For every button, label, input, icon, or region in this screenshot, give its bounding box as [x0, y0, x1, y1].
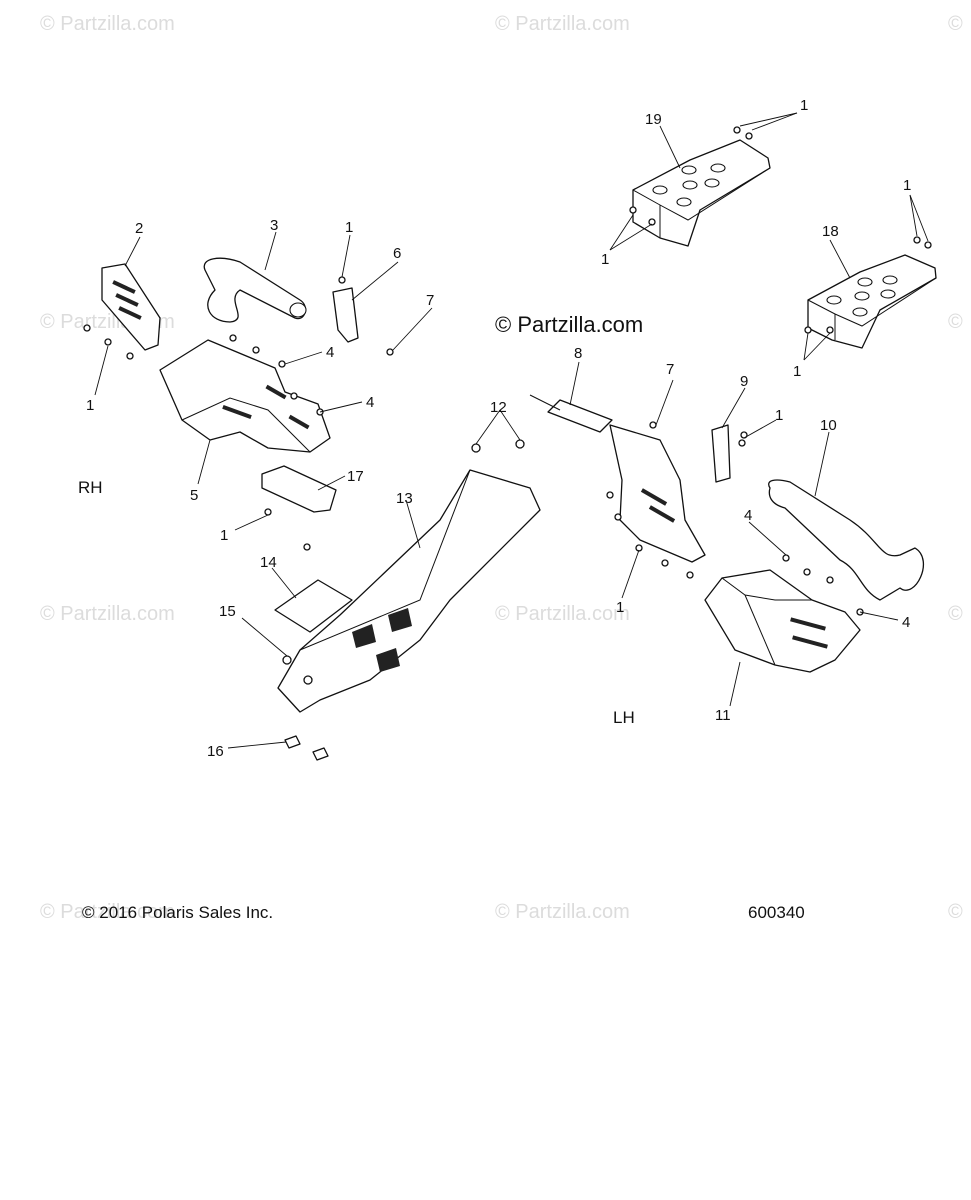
- lh-side-panel: [609, 424, 706, 563]
- callout-16: 16: [207, 743, 224, 760]
- part-17-angle-bracket: [261, 465, 337, 513]
- part-19-foot-plate: [632, 139, 771, 247]
- callout-1: 1: [616, 599, 624, 616]
- part-18-foot-plate: [807, 254, 937, 349]
- callout-19: 19: [645, 111, 662, 128]
- callout-1: 1: [601, 251, 609, 268]
- part-6-bracket: [332, 287, 359, 343]
- callout-3: 3: [270, 217, 278, 234]
- fasteners: [83, 126, 932, 685]
- callout-6: 6: [393, 245, 401, 262]
- callout-8: 8: [574, 345, 582, 362]
- callout-4: 4: [744, 507, 752, 524]
- watermark: © Partzilla.com: [495, 13, 630, 35]
- part-10-tube: [768, 479, 925, 601]
- watermark: © Partzilla.com: [495, 901, 630, 923]
- watermark: ©: [948, 311, 963, 333]
- callout-15: 15: [219, 603, 236, 620]
- callout-4: 4: [366, 394, 374, 411]
- part-11-heel-guard: [704, 569, 861, 673]
- callout-2: 2: [135, 220, 143, 237]
- callout-9: 9: [740, 373, 748, 390]
- part-16-clips: [284, 735, 329, 761]
- watermark: © Partzilla.com: [40, 13, 175, 35]
- leader-lines: [94, 112, 929, 749]
- diagram-number: 600340: [748, 903, 805, 922]
- callout-7: 7: [666, 361, 674, 378]
- center-watermark: © Partzilla.com: [495, 312, 643, 337]
- callout-12: 12: [490, 399, 507, 416]
- watermarks: © Partzilla.com © Partzilla.com © © Part…: [40, 13, 963, 923]
- watermark: © Partzilla.com: [40, 901, 175, 923]
- callout-4: 4: [902, 614, 910, 631]
- copyright-notice: © 2016 Polaris Sales Inc.: [82, 903, 273, 922]
- callout-7: 7: [426, 292, 434, 309]
- lh-label: LH: [613, 708, 635, 727]
- part-8-bracket: [529, 394, 613, 433]
- callout-1: 1: [345, 219, 353, 236]
- part-14-decal: [274, 579, 353, 633]
- watermark: © Partzilla.com: [40, 603, 175, 625]
- callout-1: 1: [800, 97, 808, 114]
- callout-1: 1: [903, 177, 911, 194]
- callout-4: 4: [326, 344, 334, 361]
- watermark: ©: [948, 603, 963, 625]
- part-13-floor-pan: [277, 469, 541, 713]
- callout-17: 17: [347, 468, 364, 485]
- callout-5: 5: [190, 487, 198, 504]
- watermark: ©: [948, 901, 963, 923]
- rh-label: RH: [78, 478, 103, 497]
- watermark: © Partzilla.com: [495, 603, 630, 625]
- part-3-tube: [203, 257, 307, 323]
- callout-1: 1: [86, 397, 94, 414]
- callout-14: 14: [260, 554, 277, 571]
- part-9-bracket: [711, 424, 731, 483]
- callout-10: 10: [820, 417, 837, 434]
- callout-18: 18: [822, 223, 839, 240]
- callout-11: 11: [715, 707, 731, 724]
- callout-13: 13: [396, 490, 413, 507]
- callout-1: 1: [220, 527, 228, 544]
- callout-1: 1: [775, 407, 783, 424]
- part-2-bracket: [101, 263, 161, 351]
- watermark: ©: [948, 13, 963, 35]
- part-5-heel-guard: [159, 339, 331, 453]
- callout-1: 1: [793, 363, 801, 380]
- callouts: 1 19 1 1 18 1 2 3 1 6 7 1 4 4 RH 5 17 1 …: [78, 97, 911, 760]
